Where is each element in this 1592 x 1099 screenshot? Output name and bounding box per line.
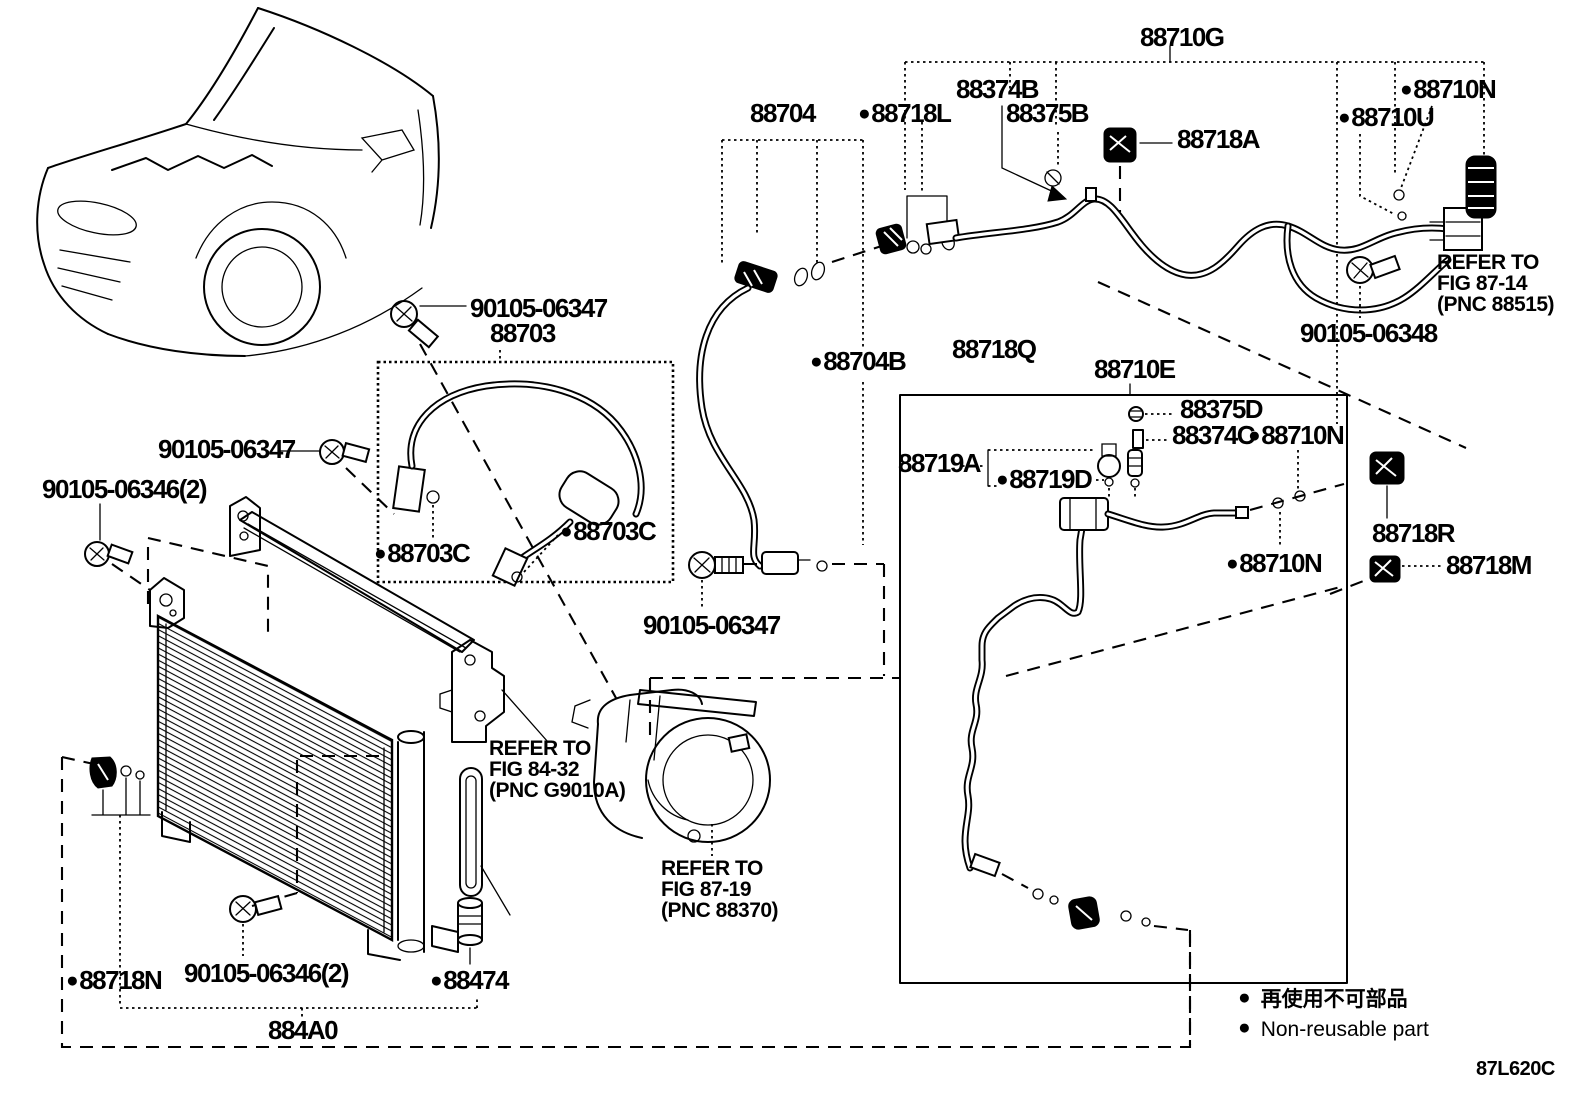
part-label-88718Q[interactable]: 88718Q <box>952 334 1037 364</box>
part-label-88710N-inner[interactable]: ●88710N <box>1226 548 1323 578</box>
part-label-88703C-right[interactable]: ●88703C <box>560 516 657 546</box>
part-label-88374B[interactable]: 88374B <box>956 74 1040 104</box>
liquid-line-cap-group <box>89 756 151 1006</box>
part-label-90105-06346-bottom[interactable]: 90105-06346(2) <box>184 958 350 988</box>
non-reusable-icon: ● <box>858 102 871 125</box>
non-reusable-icon: ● <box>1238 1016 1251 1039</box>
part-label-90105-06346-topleft[interactable]: 90105-06346(2) <box>42 474 208 504</box>
figure-code: 87L620C <box>1476 1058 1555 1080</box>
part-label-88718L[interactable]: ●88718L <box>858 98 952 128</box>
part-label-88710E[interactable]: 88710E <box>1094 354 1176 384</box>
pipe-clamp-group-right <box>1329 451 1442 595</box>
liquid-pipe-box-group <box>899 383 1348 1045</box>
refer-note-fig-84-32: REFER TO FIG 84-32 (PNC G9010A) <box>489 737 626 802</box>
non-reusable-icon: ● <box>66 969 79 992</box>
screw-icon-topleft <box>84 503 151 591</box>
part-label-90105-06348[interactable]: 90105-06348 <box>1300 318 1438 348</box>
screw-icon-left <box>277 439 395 515</box>
part-label-88710N-topright[interactable]: ●88710N <box>1400 74 1497 104</box>
part-label-88718N[interactable]: ●88718N <box>66 965 163 995</box>
bolt-icon-mid <box>688 551 744 610</box>
part-label-88718R[interactable]: 88718R <box>1372 518 1456 548</box>
non-reusable-icon: ● <box>430 969 443 992</box>
part-label-88719A[interactable]: 88719A <box>898 448 982 478</box>
group-bracket-88710G <box>904 45 1485 424</box>
part-label-88710U[interactable]: ●88710U <box>1338 102 1435 132</box>
part-label-88474[interactable]: ●88474 <box>430 965 509 995</box>
part-label-90105-06347-mid[interactable]: 90105-06347 <box>643 610 781 640</box>
part-label-88718A[interactable]: 88718A <box>1177 124 1261 154</box>
part-label-88375B[interactable]: 88375B <box>1006 98 1090 128</box>
suction-hose-group <box>696 139 889 676</box>
non-reusable-icon: ● <box>996 468 1009 491</box>
non-reusable-icon: ● <box>1400 78 1413 101</box>
part-label-88703C-left[interactable]: ●88703C <box>374 538 471 568</box>
part-label-88704[interactable]: 88704 <box>750 98 816 128</box>
region-boundary <box>60 755 1192 1049</box>
refer-note-fig-87-19: REFER TO FIG 87-19 (PNC 88370) <box>661 857 779 922</box>
legend-row-en: ●Non-reusable part <box>1238 1016 1429 1041</box>
part-label-90105-06347-top[interactable]: 90105-06347 <box>470 293 608 323</box>
part-label-88718M[interactable]: 88718M <box>1446 550 1532 580</box>
part-label-88374C[interactable]: 88374C <box>1172 420 1256 450</box>
non-reusable-icon: ● <box>374 542 387 565</box>
part-label-88375D[interactable]: 88375D <box>1180 394 1264 424</box>
discharge-hose-group <box>376 350 675 587</box>
legend: ●再使用不可部品 ●Non-reusable part <box>1238 984 1429 1044</box>
part-label-88703[interactable]: 88703 <box>490 318 556 348</box>
refer-note-fig-87-14: REFER TO FIG 87-14 (PNC 88515) <box>1437 251 1555 316</box>
non-reusable-icon: ● <box>1248 424 1261 447</box>
non-reusable-icon: ● <box>810 350 823 373</box>
non-reusable-icon: ● <box>1338 106 1351 129</box>
condenser-assembly <box>146 496 549 965</box>
part-label-88704B[interactable]: ●88704B <box>810 346 907 376</box>
part-label-88719D[interactable]: ●88719D <box>996 464 1093 494</box>
non-reusable-icon: ● <box>560 520 573 543</box>
vehicle-sketch-icon <box>36 7 440 357</box>
non-reusable-icon: ● <box>1226 552 1239 575</box>
screw-icon-top <box>390 300 617 699</box>
compressor-sketch <box>571 676 900 856</box>
bracket-884A0 <box>120 996 478 1018</box>
part-label-884A0[interactable]: 884A0 <box>268 1015 339 1045</box>
part-label-90105-06347-left[interactable]: 90105-06347 <box>158 434 296 464</box>
screw-icon-bottom <box>229 894 283 956</box>
non-reusable-icon: ● <box>1238 986 1251 1009</box>
legend-row-jp: ●再使用不可部品 <box>1238 986 1408 1011</box>
part-label-88710N-upper[interactable]: ●88710N <box>1248 420 1345 450</box>
part-label-88710G[interactable]: 88710G <box>1140 22 1225 52</box>
